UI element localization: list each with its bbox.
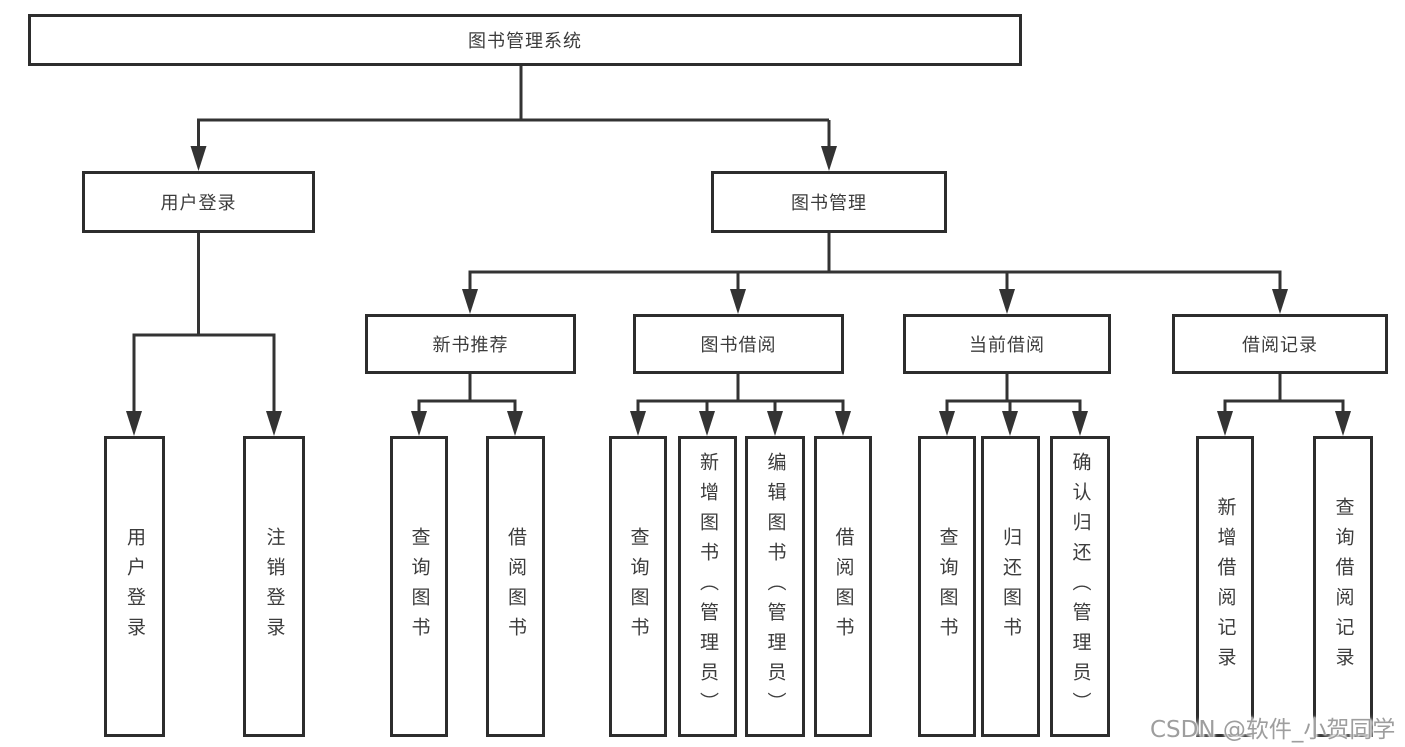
node-label: 新增借阅记录 [1214, 496, 1237, 677]
node-label: 图书管理 [791, 193, 867, 214]
node-leaf-nb-query-books: 查询图书 [390, 436, 448, 737]
node-label: 查询图书 [627, 526, 650, 647]
node-leaf-bb-borrow-books: 借阅图书 [814, 436, 872, 737]
node-user-login: 用户登录 [82, 171, 315, 233]
node-leaf-cb-query-books: 查询图书 [918, 436, 976, 737]
node-label: 图书管理系统 [468, 31, 582, 52]
node-label: 查询图书 [408, 526, 431, 647]
node-leaf-br-query-record: 查询借阅记录 [1313, 436, 1373, 737]
node-leaf-nb-borrow-books: 借阅图书 [486, 436, 545, 737]
node-leaf-cb-return-books: 归还图书 [981, 436, 1040, 737]
node-leaf-bb-add-books-admin: 新增图书（管理员） [678, 436, 737, 737]
node-label: 归还图书 [1000, 526, 1022, 647]
node-label: 新增图书（管理员） [697, 451, 719, 722]
node-label: 用户登录 [160, 193, 237, 214]
node-leaf-user-login: 用户登录 [104, 436, 165, 737]
node-leaf-bb-edit-books-admin: 编辑图书（管理员） [745, 436, 805, 737]
node-label: 编辑图书（管理员） [764, 451, 787, 722]
node-label: 注销登录 [263, 526, 286, 647]
node-leaf-bb-query-books: 查询图书 [609, 436, 667, 737]
node-root-library-system: 图书管理系统 [28, 14, 1022, 66]
node-leaf-logout: 注销登录 [243, 436, 305, 737]
node-label: 确认归还（管理员） [1069, 451, 1092, 722]
node-label: 查询借阅记录 [1332, 496, 1355, 677]
node-label: 查询图书 [936, 526, 959, 647]
node-book-management: 图书管理 [711, 171, 947, 233]
node-leaf-cb-confirm-return-admin: 确认归还（管理员） [1050, 436, 1110, 737]
node-book-borrowing: 图书借阅 [633, 314, 844, 374]
csdn-watermark: CSDN @软件_小贺同学 [1150, 717, 1396, 743]
node-label: 借阅图书 [505, 526, 527, 647]
node-leaf-br-add-record: 新增借阅记录 [1196, 436, 1254, 737]
node-label: 用户登录 [124, 526, 146, 647]
node-current-borrowing: 当前借阅 [903, 314, 1111, 374]
node-label: 新书推荐 [432, 335, 509, 356]
node-label: 当前借阅 [969, 335, 1045, 356]
node-borrowing-records: 借阅记录 [1172, 314, 1388, 374]
node-label: 图书借阅 [700, 335, 777, 356]
node-label: 借阅记录 [1242, 335, 1318, 356]
node-label: 借阅图书 [832, 526, 855, 647]
node-new-book-recommend: 新书推荐 [365, 314, 576, 374]
